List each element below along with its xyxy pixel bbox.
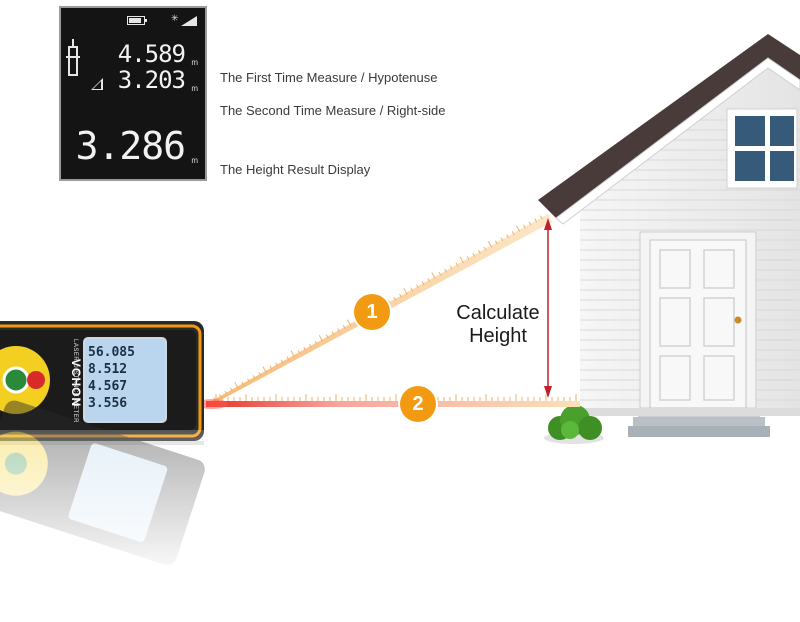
device-label: LASER DISTANCE METER bbox=[72, 339, 78, 423]
house bbox=[538, 34, 800, 437]
device-screen-value: 8.512 bbox=[88, 362, 128, 377]
device-screen-readout: 56.085 8.512 4.567 3.556 bbox=[88, 344, 162, 416]
second-measure-value: 3.203 bbox=[117, 66, 186, 94]
laser-meter-device bbox=[0, 321, 204, 445]
house-roof bbox=[538, 34, 800, 218]
horizontal-ruler-ticks bbox=[215, 394, 577, 401]
first-measure-unit: m bbox=[191, 58, 198, 67]
result-description: The Height Result Display bbox=[220, 162, 371, 177]
second-measure-unit: m bbox=[191, 84, 198, 93]
first-measure-value: 4.589 bbox=[117, 40, 186, 68]
signal-icon: ✳ bbox=[171, 14, 199, 26]
window-pane bbox=[735, 151, 765, 181]
reflection-fade bbox=[0, 430, 240, 580]
second-measure-description: The Second Time Measure / Right-side bbox=[220, 103, 446, 118]
step bbox=[628, 426, 770, 437]
lcd-display: ✳ 4.589 m 3.203 m 3.286 m bbox=[59, 6, 207, 181]
step bbox=[633, 417, 765, 426]
calculate-height-label: Calculate Height bbox=[438, 302, 558, 348]
window-pane bbox=[770, 116, 794, 146]
bush bbox=[544, 405, 604, 444]
house-foundation bbox=[580, 408, 800, 416]
door bbox=[649, 239, 747, 409]
device-power-button bbox=[27, 371, 45, 389]
device-screen-value: 3.556 bbox=[88, 396, 128, 411]
step-two-badge: 2 bbox=[400, 386, 436, 422]
roof-fascia bbox=[555, 57, 800, 225]
device-screen bbox=[83, 337, 167, 423]
calculate-height-line2: Height bbox=[469, 325, 527, 347]
height-result-value: 3.286 bbox=[75, 124, 186, 168]
laser-position-icon bbox=[66, 39, 80, 76]
calculate-height-line1: Calculate bbox=[456, 302, 540, 324]
device-center-button bbox=[2, 366, 30, 394]
height-arrow bbox=[544, 218, 552, 398]
window-pane bbox=[735, 116, 765, 146]
door-knob bbox=[734, 316, 742, 324]
device-screen-value: 4.567 bbox=[88, 379, 128, 394]
door-panels bbox=[659, 249, 735, 401]
battery-icon bbox=[127, 16, 147, 25]
device-screen-value: 56.085 bbox=[88, 345, 135, 360]
window-pane bbox=[770, 151, 794, 181]
step-one-badge: 1 bbox=[354, 294, 390, 330]
height-result-unit: m bbox=[191, 156, 198, 165]
horizontal-beam bbox=[206, 401, 580, 407]
first-measure-description: The First Time Measure / Hypotenuse bbox=[220, 70, 438, 85]
